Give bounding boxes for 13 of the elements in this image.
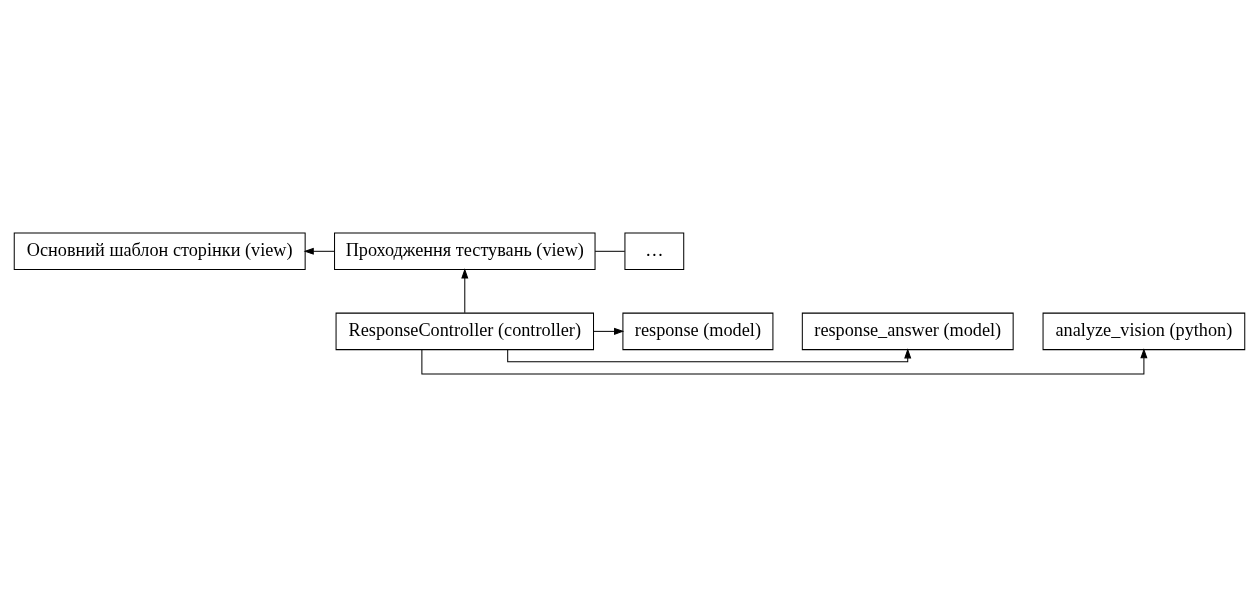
node-box: ResponseController (controller): [335, 312, 595, 351]
arrow: [303, 247, 336, 255]
arrow: [461, 268, 469, 314]
node-box: Основний шаблон сторінки (view): [13, 232, 306, 271]
arrow: [593, 327, 625, 335]
node-box: response (model): [622, 312, 774, 351]
node-box: …: [624, 232, 685, 271]
arrow: [421, 348, 1148, 375]
node-box: analyze_vision (python): [1042, 312, 1246, 351]
node-box: response_answer (model): [801, 312, 1014, 351]
node-box: Проходження тестувань (view): [334, 232, 596, 271]
arrow: [507, 348, 912, 363]
connector: [594, 250, 626, 252]
